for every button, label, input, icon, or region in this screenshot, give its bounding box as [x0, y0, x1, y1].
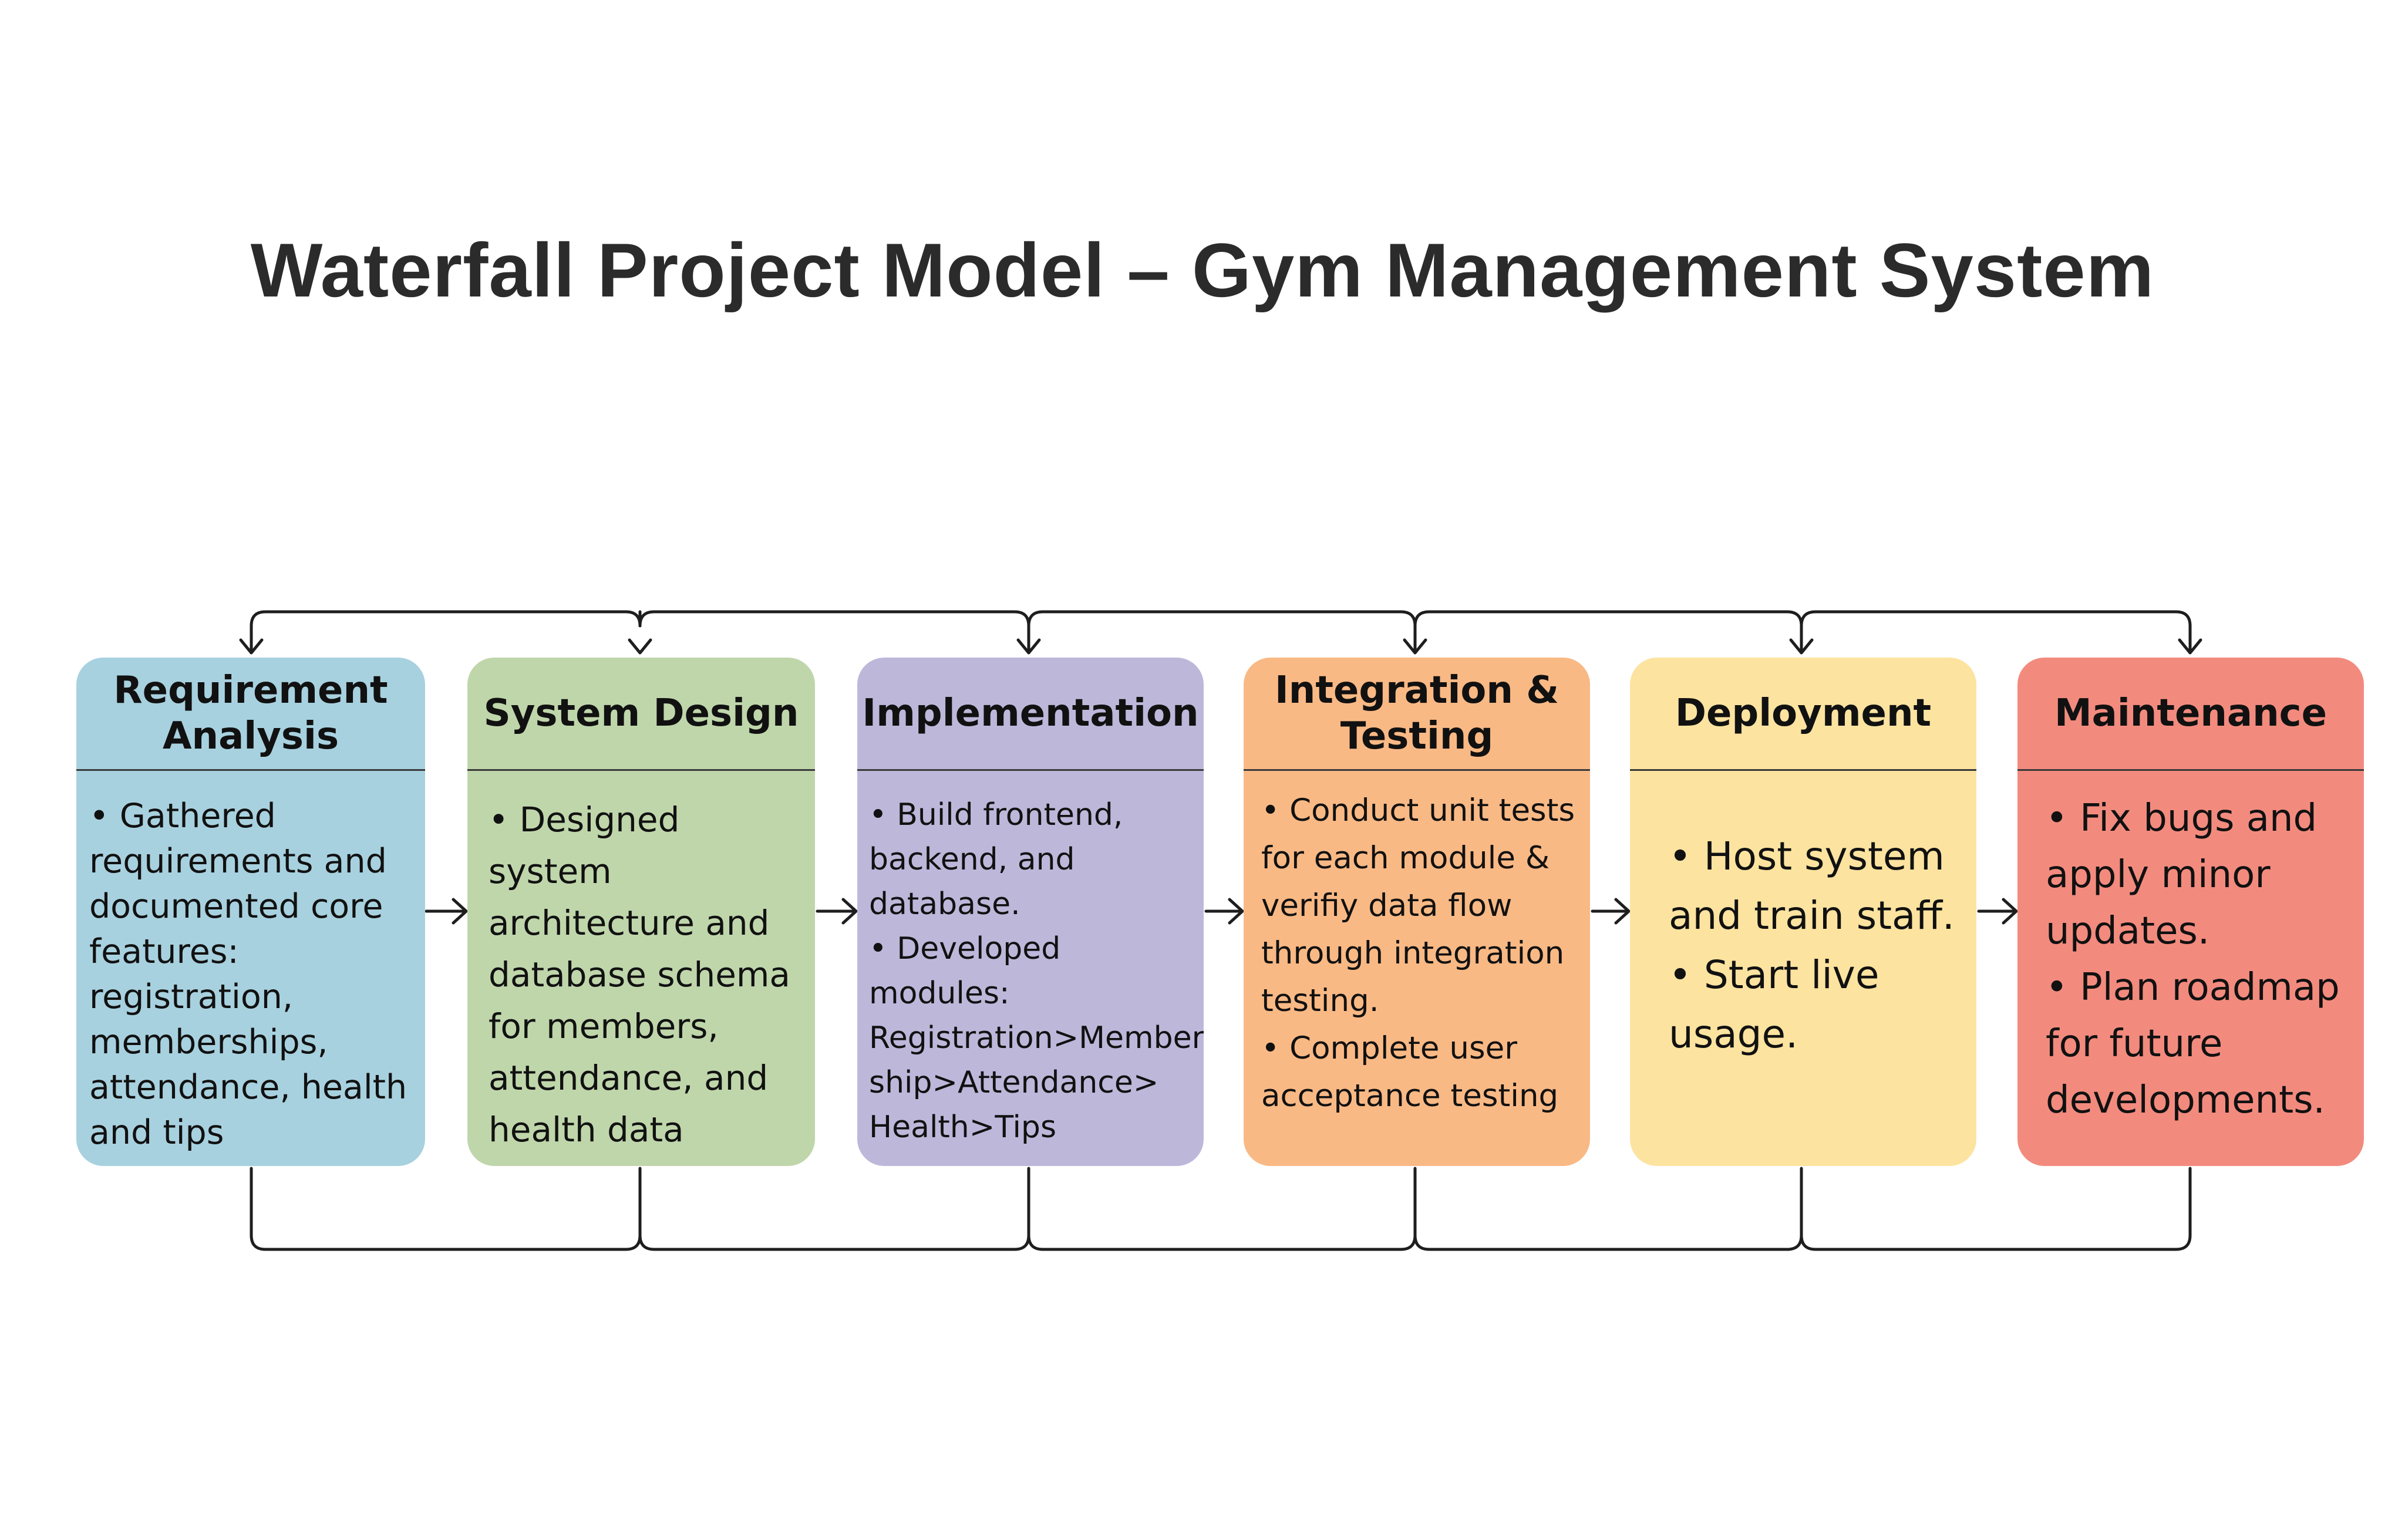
stage-description: • Build frontend, backend, and database.… [857, 793, 1204, 1150]
right-arrow-icon [1977, 898, 2018, 925]
forward-arrows [425, 898, 2018, 925]
stage-title: Deployment [1675, 692, 1932, 735]
stage-point: • Build frontend, backend, and database. [869, 797, 1123, 922]
stage-divider [467, 769, 815, 771]
stage-description: • Designed system architecture and datab… [467, 794, 815, 1155]
stage-system-design: System Design • Designed system architec… [467, 658, 815, 1166]
stage-title: Requirement Analysis [113, 669, 388, 758]
down-arrow-icon [239, 638, 264, 655]
bottom-rail-segment-2 [638, 1167, 1030, 1251]
stage-description: • Gathered requirements and documented c… [76, 794, 425, 1155]
right-arrow-icon [816, 898, 858, 925]
stage-point: • Complete user acceptance testing [1261, 1030, 1559, 1114]
bottom-rail-segment-3 [1027, 1167, 1417, 1251]
bottom-rail-segment-5 [1800, 1167, 2192, 1251]
stage-implementation: Implementation • Build frontend, backend… [857, 658, 1204, 1166]
right-arrow-icon [1591, 898, 1631, 925]
top-rail-segment-2 [638, 610, 1030, 653]
stage-description: • Host system and train staff. • Start l… [1630, 827, 1976, 1064]
stage-description: • Fix bugs and apply minor updates. • Pl… [2017, 790, 2364, 1128]
stage-title: Implementation [862, 692, 1199, 735]
stage-title: Maintenance [2054, 692, 2327, 735]
stage-divider [1630, 769, 1976, 771]
stage-divider [76, 769, 425, 771]
down-arrow-icon [1789, 638, 1814, 655]
stage-requirement-analysis: Requirement Analysis • Gathered requirem… [76, 658, 425, 1166]
top-rail-segment-5 [1800, 610, 2192, 653]
bottom-rail-segment-4 [1413, 1167, 1803, 1251]
stage-point: • Start live usage. [1669, 952, 1879, 1057]
stage-maintenance: Maintenance • Fix bugs and apply minor u… [2017, 658, 2364, 1166]
stage-point: • Fix bugs and apply minor updates. [2046, 797, 2318, 953]
bottom-rail-segment-1 [250, 1167, 642, 1251]
stage-divider [1244, 769, 1590, 771]
down-arrow-icon [628, 638, 652, 655]
stage-point: • Conduct unit tests for each module & v… [1261, 793, 1575, 1019]
stage-title: Integration & Testing [1274, 669, 1559, 758]
top-rail-segment-1 [250, 610, 642, 653]
stage-divider [857, 769, 1204, 771]
stage-deployment: Deployment • Host system and train staff… [1630, 658, 1976, 1166]
down-arrow-icon [1016, 638, 1041, 655]
right-arrow-icon [425, 898, 468, 925]
page-title: Waterfall Project Model – Gym Management… [250, 227, 2155, 313]
bottom-return-rail [250, 1167, 2192, 1251]
stage-integration-testing: Integration & Testing • Conduct unit tes… [1244, 658, 1590, 1166]
down-arrow-icon [2178, 638, 2202, 655]
top-rail-segment-3 [1027, 610, 1417, 653]
stage-divider [2017, 769, 2364, 771]
down-arrow-icon [1403, 638, 1427, 655]
stage-title: System Design [483, 692, 799, 735]
stage-point: • Plan roadmap for future developments. [2046, 966, 2340, 1122]
stage-point: • Designed system architecture and datab… [489, 800, 790, 1150]
stage-point: • Gathered requirements and documented c… [89, 797, 407, 1152]
top-feedback-rail [250, 610, 2192, 653]
right-arrow-icon [1204, 898, 1244, 925]
stage-point: • Host system and train staff. [1669, 834, 1955, 938]
top-rail-segment-4 [1413, 610, 1803, 653]
top-rail-arrowheads [239, 638, 2202, 655]
stage-point: • Developed modules: Registration>Member… [869, 931, 1204, 1145]
stage-description: • Conduct unit tests for each module & v… [1244, 787, 1590, 1120]
